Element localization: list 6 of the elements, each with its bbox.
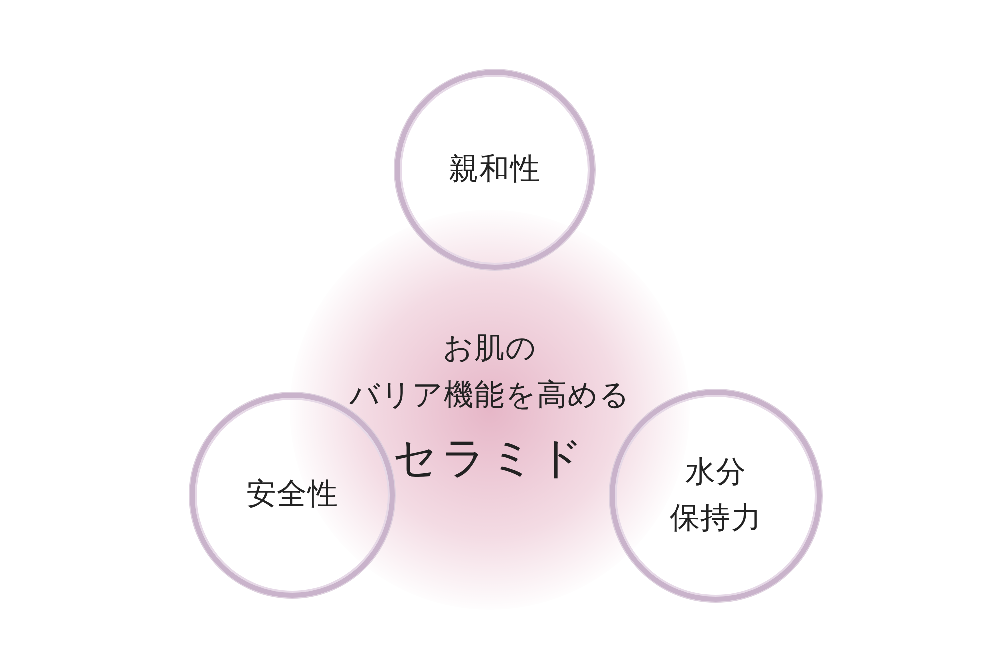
title-text: セラミド (392, 432, 588, 486)
circle-outline (395, 70, 595, 270)
label-text: 親和性 (449, 150, 541, 189)
label-text: 水分保持力 (670, 454, 762, 538)
label-text: お肌のバリア機能を高める (349, 330, 631, 415)
label-text: 安全性 (246, 476, 338, 514)
